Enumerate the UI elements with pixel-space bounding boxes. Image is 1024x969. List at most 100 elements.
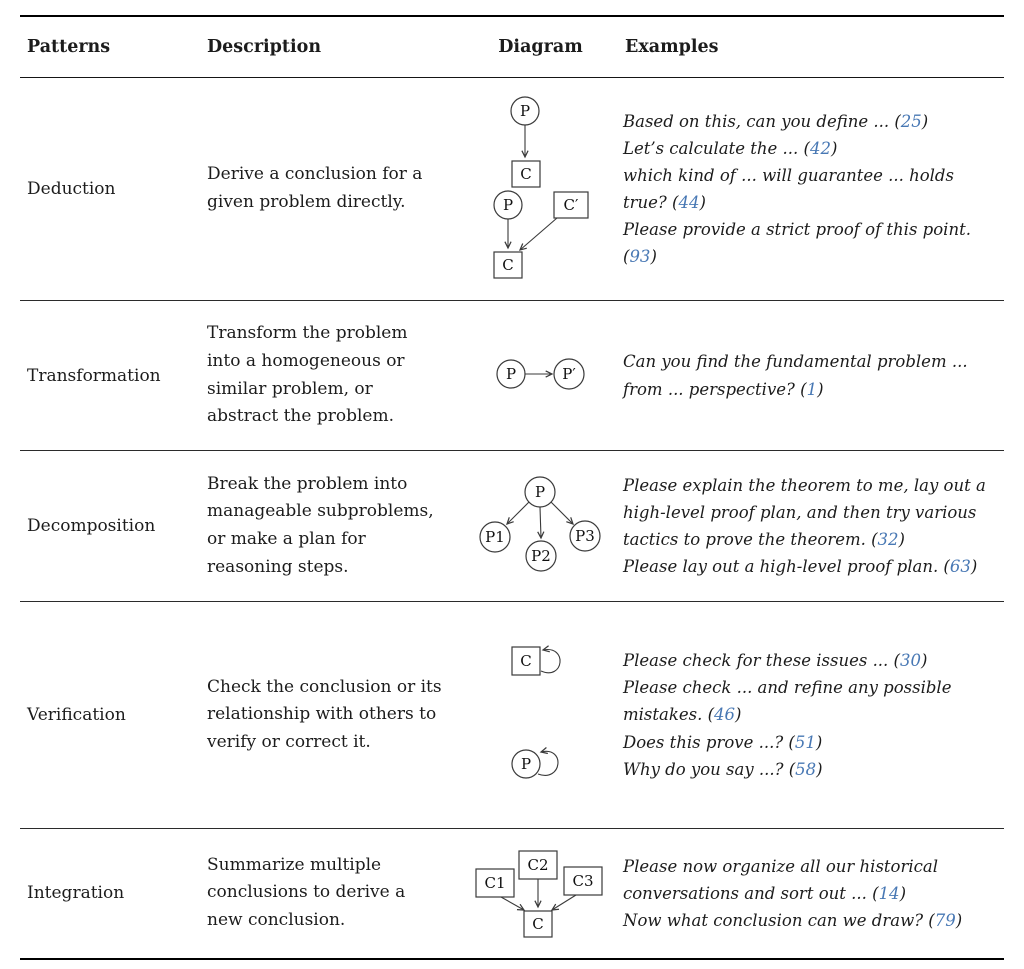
pattern-name: Verification: [20, 601, 205, 829]
example-item: Please check ... and refine any possible…: [623, 674, 1000, 728]
example-item: Let’s calculate the ... (42): [623, 135, 1000, 162]
example-item: Why do you say ...? (58): [623, 756, 1000, 783]
example-text-close: ): [898, 530, 905, 549]
citation-ref[interactable]: 25: [900, 111, 922, 131]
pattern-description: Summarize multiple conclusions to derive…: [205, 828, 458, 959]
diagram-cell: C1 C2 C3 C: [458, 828, 623, 959]
example-text-close: ): [970, 557, 978, 577]
problem-node-circle: [496, 358, 526, 389]
subproblem2-node-circle: [525, 540, 557, 572]
self-loop-arrow: [540, 645, 561, 674]
conclusion-node-square: [510, 646, 541, 676]
conclusion2-node-square: [517, 850, 558, 880]
subproblem3-node-label: P3: [575, 527, 595, 545]
subproblem2-node-label: P2: [531, 547, 551, 565]
example-text-close: ): [830, 138, 838, 158]
example-text: Does this prove ...? (: [623, 732, 795, 752]
example-text: Now what conclusion can we draw? (: [623, 910, 935, 930]
table-row-integration: Integration Summarize multiple conclusio…: [20, 828, 1004, 959]
problem2-node-circle: [492, 189, 523, 220]
table-row-transformation: Transformation Transform the problem int…: [20, 300, 1004, 451]
citation-ref[interactable]: 93: [629, 247, 651, 267]
diagram-cell: P C P C′ C: [458, 78, 623, 301]
example-text: Please now organize all our historical c…: [623, 856, 938, 903]
example-item: Please now organize all our historical c…: [623, 853, 1000, 907]
subproblem1-node-label: P1: [485, 528, 505, 546]
conclusion3-node-label: C3: [572, 872, 593, 890]
transformed-problem-node-label: P′: [562, 365, 576, 383]
examples-cell: Can you find the fundamental problem ...…: [623, 300, 1004, 451]
problem-node-label: P: [506, 365, 516, 383]
transformation-diagram: P P′: [496, 357, 585, 390]
citation-ref[interactable]: 79: [934, 910, 956, 930]
table-row-deduction: Deduction Derive a conclusion for a give…: [20, 78, 1004, 301]
table-row-decomposition: Decomposition Break the problem into man…: [20, 450, 1004, 602]
example-item: Based on this, can you define ... (25): [623, 108, 1000, 135]
arrow-c3-to-conclusion: [550, 894, 576, 911]
problem-node-circle: [510, 749, 541, 779]
verification-problem-diagram: P: [510, 747, 558, 779]
subproblem3-node-circle: [569, 520, 601, 552]
citation-ref[interactable]: 51: [794, 732, 816, 752]
citation-ref[interactable]: 44: [678, 193, 700, 212]
citation-ref[interactable]: 46: [714, 705, 736, 725]
column-header-diagram: Diagram: [458, 15, 623, 78]
pattern-description: Break the problem into manageable subpro…: [205, 450, 458, 602]
example-text-close: ): [815, 732, 823, 752]
example-text: Based on this, can you define ... (: [623, 111, 901, 131]
verification-diagram-stack: C P: [458, 643, 623, 787]
arrow-problem-to-sub3: [550, 501, 574, 525]
example-text-close: ): [650, 247, 657, 267]
merged-conclusion-node-square: [522, 910, 553, 938]
example-item: Can you find the fundamental problem ...…: [623, 348, 1000, 402]
conclusion-node-square: [510, 159, 541, 188]
table-header-row: Patterns Description Diagram Examples: [20, 15, 1004, 78]
arrow-prior-conclusion-to-conclusion2: [518, 217, 557, 251]
example-text-close: ): [921, 111, 929, 131]
example-item: Please check for these issues ... (30): [623, 647, 1000, 674]
arrow-problem-to-sub2: [537, 506, 545, 540]
problem-node-label: P: [519, 102, 529, 120]
verification-conclusion-diagram: C: [510, 645, 561, 676]
example-text: Please check for these issues ... (: [623, 651, 900, 671]
example-text-close: ): [899, 883, 906, 903]
example-text: Please provide a strict proof of this po…: [623, 220, 971, 267]
problem-node-label: P: [520, 755, 530, 773]
citation-ref[interactable]: 14: [878, 883, 900, 903]
citation-ref[interactable]: 63: [949, 557, 971, 577]
example-text: Let’s calculate the ... (: [623, 138, 810, 158]
pattern-description: Check the conclusion or its relationship…: [205, 601, 458, 829]
example-text-close: ): [735, 705, 742, 725]
conclusion3-node-square: [562, 866, 603, 896]
pattern-description: Derive a conclusion for a given problem …: [207, 164, 423, 212]
pattern-name: Transformation: [20, 300, 205, 451]
citation-ref[interactable]: 32: [877, 530, 899, 549]
example-text: Please check ... and refine any possible…: [623, 678, 952, 725]
problem-node-circle: [524, 476, 556, 508]
citation-ref[interactable]: 42: [809, 138, 831, 158]
example-item: Please lay out a high-level proof plan. …: [623, 553, 1000, 580]
example-text-close: ): [817, 379, 824, 399]
example-item: which kind of ... will guarantee ... hol…: [623, 162, 1000, 216]
subproblem1-node-circle: [479, 521, 511, 553]
conclusion-node-label: C: [520, 652, 531, 670]
table-row-verification: Verification Check the conclusion or its…: [20, 601, 1004, 829]
example-text: Why do you say ...? (: [623, 759, 796, 779]
citation-ref[interactable]: 30: [899, 651, 921, 671]
prior-conclusion-node-label: C′: [563, 196, 578, 214]
conclusion1-node-label: C1: [484, 874, 505, 892]
example-text: Please lay out a high-level proof plan. …: [623, 557, 950, 577]
example-text-close: ): [920, 651, 928, 671]
examples-cell: Please check for these issues ... (30)Pl…: [623, 601, 1004, 829]
example-text-close: ): [816, 759, 823, 779]
example-text-close: ): [955, 910, 963, 930]
problem-node-circle: [509, 95, 540, 126]
integration-diagram: C1 C2 C3 C: [474, 850, 603, 938]
pattern-name: Decomposition: [20, 450, 205, 602]
example-item: Does this prove ...? (51): [623, 729, 1000, 756]
arrow-problem-to-sub1: [506, 501, 530, 525]
citation-ref[interactable]: 1: [806, 379, 818, 399]
conclusion1-node-square: [474, 868, 515, 898]
citation-ref[interactable]: 58: [795, 759, 817, 779]
